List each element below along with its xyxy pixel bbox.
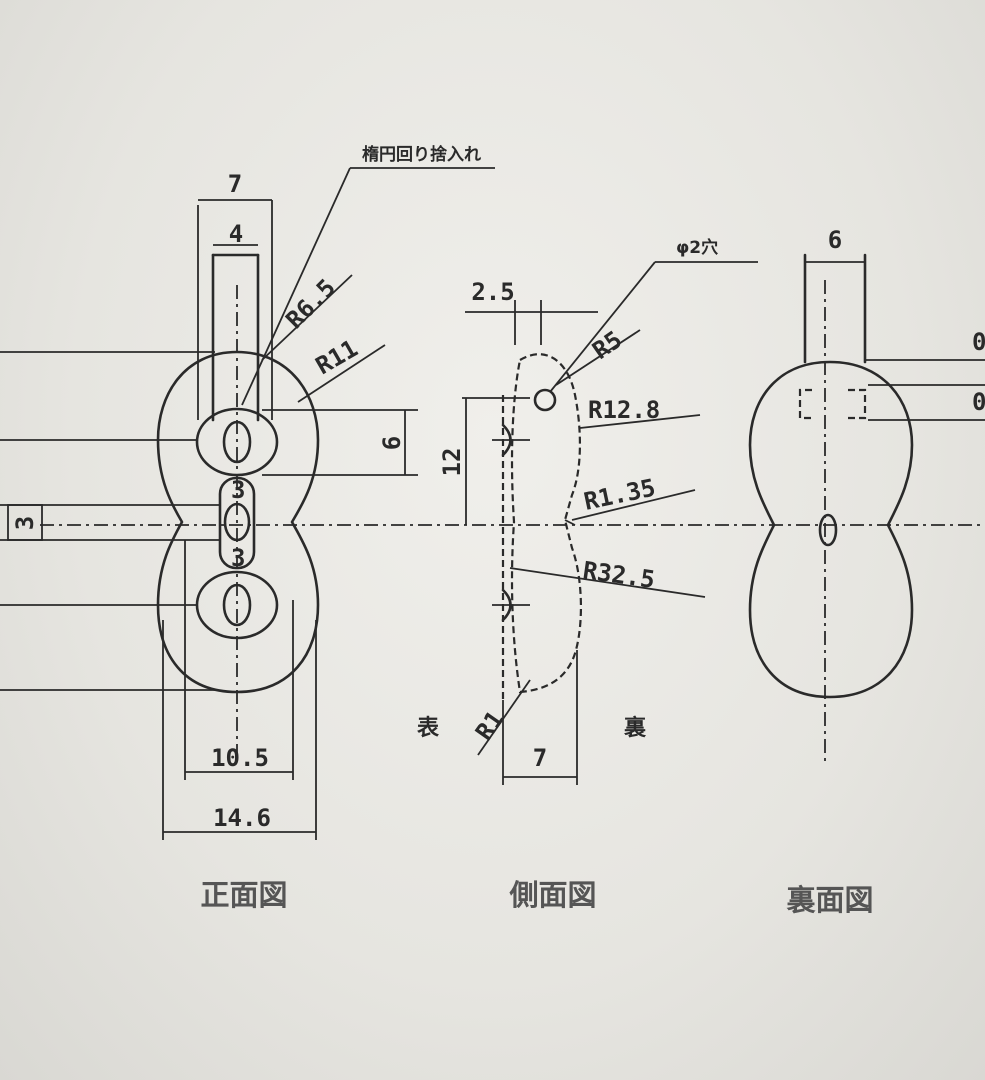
r1-leader xyxy=(477,679,531,756)
dim-3-left: 3 xyxy=(11,516,39,530)
dim-4: 4 xyxy=(229,220,243,248)
back-center-hole xyxy=(818,513,838,547)
dim-3-link-top: 3 xyxy=(231,476,245,504)
note-phi2-hole: φ2穴 xyxy=(676,237,718,258)
dim-14-6: 14.6 xyxy=(213,804,271,832)
back-view-title: 裏面図 xyxy=(786,883,873,917)
side-view-title: 側面図 xyxy=(508,878,596,912)
dim-r32-5: R32.5 xyxy=(581,556,656,594)
dim-10-5: 10.5 xyxy=(211,744,269,772)
back-view-outline xyxy=(748,360,914,699)
side-view: 2.5 φ2穴 R5 R12.8 12 R1.35 R32.5 R1 表 裏 7 xyxy=(40,237,985,912)
dim-7-top: 7 xyxy=(228,170,242,198)
note-ellipse-chamfer: 楕円回り捨入れ xyxy=(362,144,481,165)
dim-6-right: 6 xyxy=(378,436,406,450)
side-hole-2mm xyxy=(533,388,557,412)
dim-6-back: 6 xyxy=(828,226,842,254)
dim-r5: R5 xyxy=(587,325,627,365)
r12-8-leader xyxy=(579,414,701,429)
label-front-face: 表 xyxy=(417,715,440,741)
r6-5-leader xyxy=(261,274,353,361)
r11-leader xyxy=(297,344,386,403)
front-view-title: 正面図 xyxy=(200,878,287,912)
dim-2-5: 2.5 xyxy=(471,278,514,306)
back-slot xyxy=(798,388,867,420)
back-clipped-mark-1: 0 xyxy=(972,328,985,356)
r5-leader xyxy=(555,329,641,386)
dim-r1-35: R1.35 xyxy=(581,473,657,515)
r1-35-leader xyxy=(571,489,696,521)
dim-3-box xyxy=(7,504,43,541)
r32-5-leader xyxy=(509,567,706,598)
label-back-face: 裏 xyxy=(624,715,647,741)
front-view: 3 7 4 楕円回り捨入れ R6.5 R11 6 3 3 10.5 xyxy=(0,144,495,912)
front-view-outline xyxy=(156,350,320,694)
dim-12: 12 xyxy=(438,448,466,477)
phi2-leader-diag xyxy=(549,261,656,393)
dim-7-side: 7 xyxy=(533,744,547,772)
dim-r6-5: R6.5 xyxy=(280,274,341,335)
note-leader-diag xyxy=(241,167,351,406)
back-view: 6 0 0 裏面図 xyxy=(748,226,985,917)
side-view-outline xyxy=(510,353,582,694)
dim-r12-8: R12.8 xyxy=(588,396,660,424)
dim-r11: R11 xyxy=(311,334,363,380)
back-clipped-mark-2: 0 xyxy=(972,388,985,416)
dim-3-link-bottom: 3 xyxy=(231,544,245,572)
